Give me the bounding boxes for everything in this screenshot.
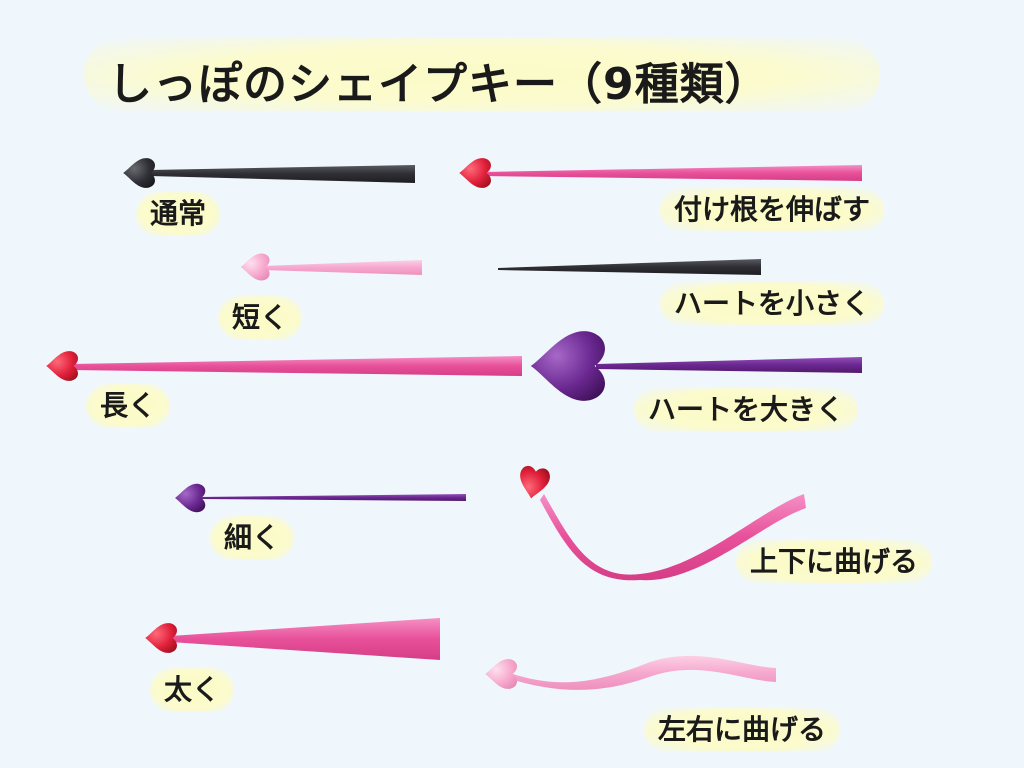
heart-icon [175,483,206,513]
label-bend-horizontal: 左右に曲げる [644,708,841,752]
tail-heart-large [530,331,862,401]
tail-long [46,351,522,381]
tail-thick [145,618,440,660]
title-banner [84,38,880,112]
label-thick: 太く [150,668,235,712]
tail-short [240,253,422,281]
page-title: しっぽのシェイプキー（9種類） [108,59,770,110]
tail-thin [175,483,466,513]
tail-extend-root [459,158,862,188]
label-short: 短く [218,296,303,340]
tail-heart-small [498,259,761,275]
label-bend-vertical: 上下に曲げる [736,540,933,584]
tail-bend-horizontal [485,655,776,690]
label-extend-root: 付け根を伸ばす [660,188,885,232]
heart-icon [459,158,491,188]
heart-icon [145,623,177,653]
label-heart-large: ハートを大きく [634,388,859,432]
heart-icon [240,253,270,281]
heart-icon [516,464,552,502]
label-heart-small: ハートを小さく [660,282,885,326]
heart-icon [46,351,78,381]
heart-icon [485,659,517,689]
heart-icon [123,158,155,188]
label-normal: 通常 [136,192,221,236]
label-long: 長く [86,384,171,428]
tail-normal [123,158,415,188]
label-thin: 細く [210,516,295,560]
heart-icon [530,331,605,401]
